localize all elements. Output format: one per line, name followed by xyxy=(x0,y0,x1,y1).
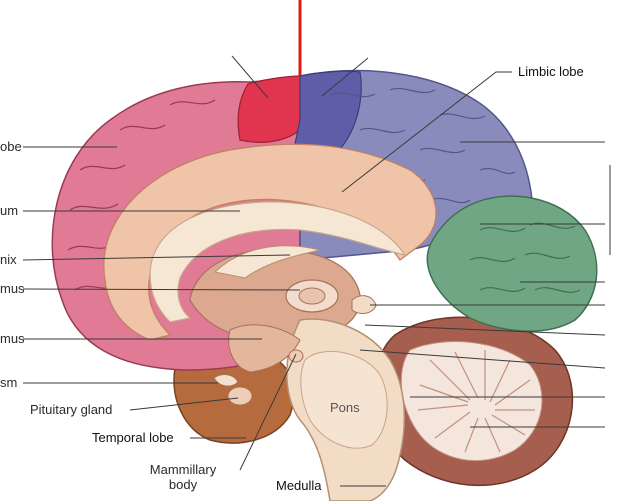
label-temporal-lobe: Temporal lobe xyxy=(92,430,174,445)
label-limbic-lobe: Limbic lobe xyxy=(518,64,584,79)
label-pons: Pons xyxy=(330,400,360,415)
midbrain-colliculi xyxy=(351,295,377,314)
label-medulla: Medulla xyxy=(276,478,322,493)
label-hypothalamus: mus xyxy=(0,331,25,346)
precentral-gyrus-region xyxy=(237,75,303,143)
pons-bulge xyxy=(300,350,388,449)
thalamus-nucleus-inner xyxy=(298,287,326,305)
label-pituitary-gland: Pituitary gland xyxy=(30,402,113,417)
mammillary-body-shape xyxy=(288,349,304,363)
label-corpus-callosum: um xyxy=(0,203,19,218)
label-frontal-lobe: obe xyxy=(0,139,22,154)
leader-lines xyxy=(22,55,611,487)
label-optic-chiasm: sm xyxy=(0,375,18,390)
corpus-callosum-region xyxy=(149,201,407,323)
label-fornix: nix xyxy=(0,252,17,267)
occipital-lobe-region xyxy=(426,195,598,332)
label-thalamus: mus xyxy=(0,281,25,296)
optic-chiasm-shape xyxy=(213,374,239,387)
label-mammillary-line1: Mammillary xyxy=(149,462,217,477)
pituitary-gland-shape xyxy=(227,386,253,406)
fornix-region xyxy=(213,245,321,279)
cerebellum-folia xyxy=(417,350,535,453)
hypothalamus-region xyxy=(228,324,301,373)
label-mammillary-body: Mammillary body xyxy=(128,462,238,492)
cerebellum-arbor xyxy=(400,341,543,462)
label-mammillary-line2: body xyxy=(168,477,198,492)
